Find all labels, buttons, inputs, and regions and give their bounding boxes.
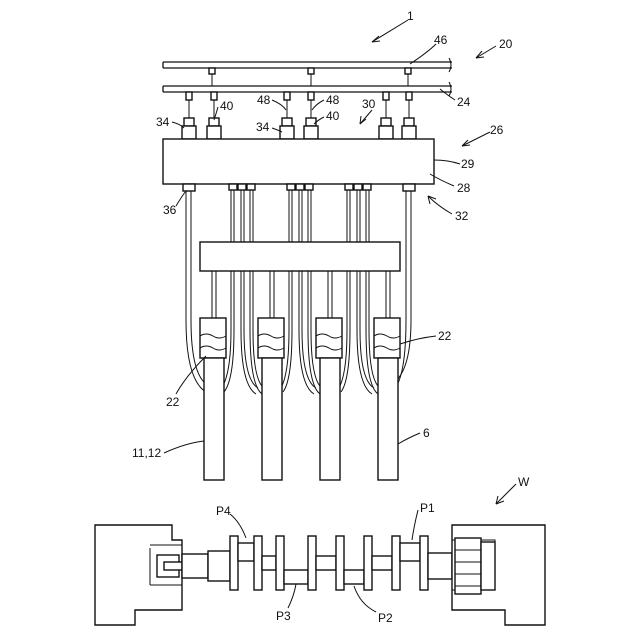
cross-bar <box>200 242 400 271</box>
label-1: 1 <box>407 9 414 23</box>
label-20: 20 <box>499 37 513 51</box>
port-blocks <box>182 118 416 139</box>
tool-4 <box>374 318 400 480</box>
label-34-left: 34 <box>156 115 170 129</box>
label-46: 46 <box>434 33 448 47</box>
label-26: 26 <box>490 123 504 137</box>
label-30: 30 <box>362 97 376 111</box>
label-32: 32 <box>455 209 469 223</box>
label-22-right: 22 <box>438 329 452 343</box>
label-36: 36 <box>163 203 177 217</box>
label-11-12: 11,12 <box>132 446 161 460</box>
label-p2: P2 <box>378 611 393 625</box>
label-6: 6 <box>423 426 430 440</box>
crankshaft <box>208 536 452 590</box>
label-w: W <box>518 475 530 489</box>
label-40-left: 40 <box>220 99 234 113</box>
label-p3: P3 <box>276 609 291 623</box>
left-chuck <box>95 525 208 625</box>
right-chuck <box>452 525 545 625</box>
label-48-left: 48 <box>257 93 271 107</box>
label-40-right: 40 <box>326 109 340 123</box>
lower-rail <box>163 86 452 92</box>
label-p4: P4 <box>216 504 231 518</box>
label-48-right: 48 <box>326 93 340 107</box>
upper-rail <box>163 62 452 68</box>
label-22-left: 22 <box>166 395 180 409</box>
label-p1: P1 <box>420 501 435 515</box>
label-24: 24 <box>457 95 471 109</box>
rail-connectors <box>209 68 411 86</box>
rail-break-marks <box>449 58 451 96</box>
tool-2 <box>258 318 284 480</box>
tool-3 <box>316 318 342 480</box>
label-28: 28 <box>457 181 471 195</box>
label-29: 29 <box>461 157 475 171</box>
label-34-mid: 34 <box>256 120 270 134</box>
tool-1 <box>200 318 226 480</box>
manifold-block <box>163 139 434 184</box>
bottom-fittings <box>183 184 415 191</box>
support-rods <box>212 271 390 318</box>
